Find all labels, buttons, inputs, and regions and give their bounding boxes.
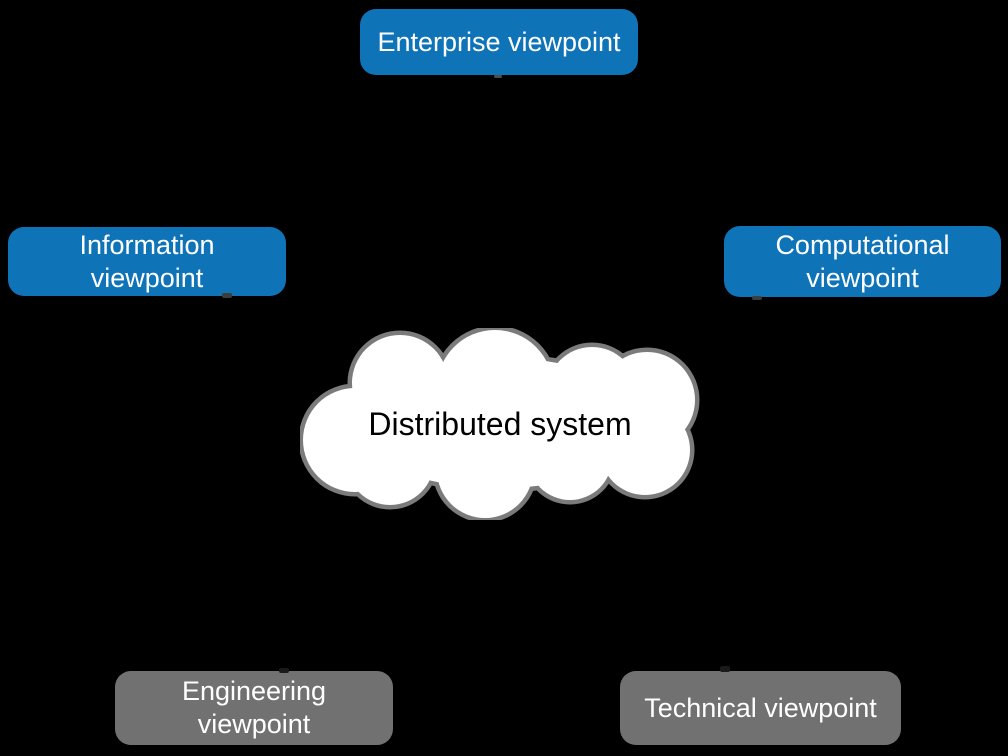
connector-stub-technical: [720, 666, 730, 672]
node-engineering-label-line1: Engineering: [181, 676, 327, 706]
cloud-shape: [300, 328, 700, 520]
cloud-label: Distributed system: [368, 406, 632, 442]
node-technical-label: Technical viewpoint: [644, 692, 877, 723]
node-technical-viewpoint: Technical viewpoint: [620, 671, 901, 745]
node-information-label-line1: Information: [79, 229, 215, 260]
node-engineering-viewpoint: Engineering viewpoint: [115, 671, 393, 745]
connector-stub-computational: [752, 296, 762, 300]
node-enterprise-label: Enterprise viewpoint: [377, 26, 621, 57]
connector-stub-information: [222, 293, 232, 298]
node-computational-label-line1: Computational: [775, 229, 950, 260]
connector-stub-enterprise: [494, 75, 502, 78]
connector-stub-engineering: [279, 668, 289, 673]
node-computational-label-line2: viewpoint: [806, 262, 919, 293]
node-information-label-line2: viewpoint: [90, 262, 204, 293]
node-information-viewpoint: Information viewpoint: [8, 227, 286, 296]
node-enterprise-viewpoint: Enterprise viewpoint: [360, 9, 638, 75]
node-engineering-label-line2: viewpoint: [197, 709, 311, 739]
node-computational-viewpoint: Computational viewpoint: [724, 226, 1001, 297]
